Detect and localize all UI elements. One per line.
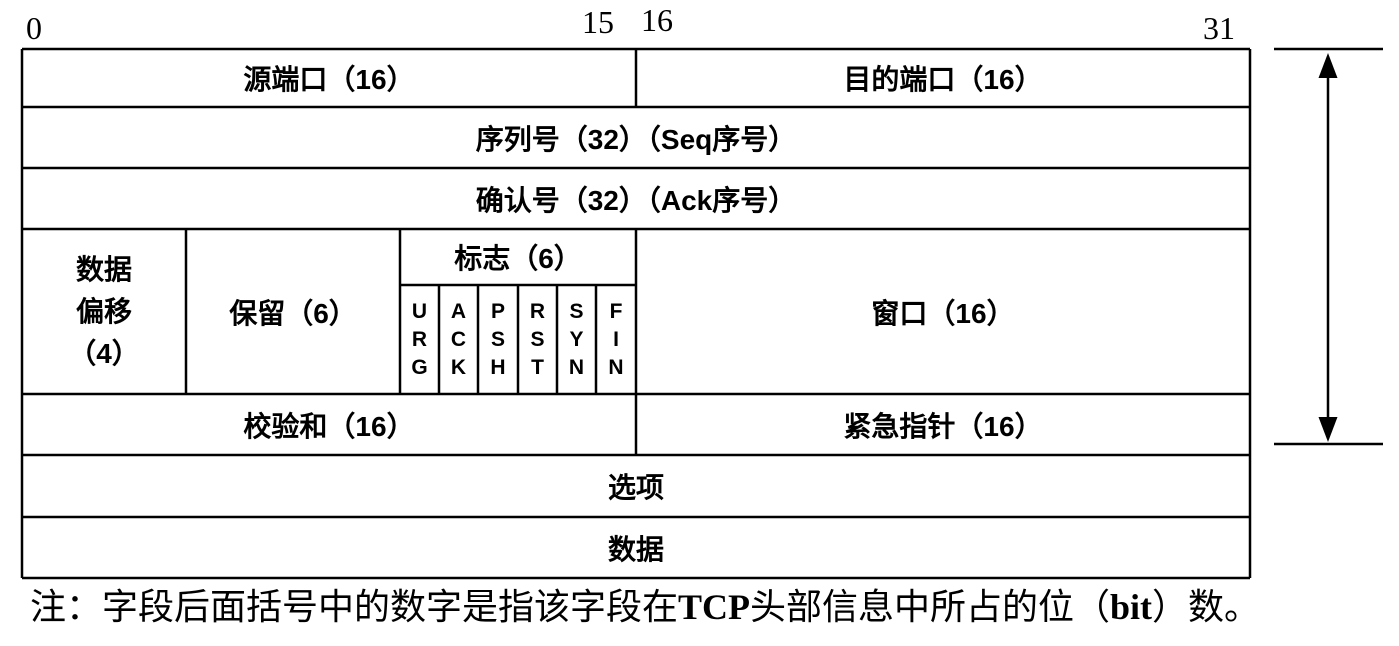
flag-psh: PSH bbox=[490, 299, 506, 379]
flag-ack: ACK bbox=[450, 299, 467, 379]
flag-rst-cell: RST bbox=[518, 285, 557, 394]
bit-label-15: 15 bbox=[582, 4, 614, 40]
bit-label-31: 31 bbox=[1203, 10, 1235, 46]
sequence-number-field: 序列号（32）（Seq序号） bbox=[475, 123, 797, 155]
flag-syn-cell: SYN bbox=[557, 285, 596, 394]
source-port-field: 源端口（16） bbox=[243, 64, 415, 95]
acknowledgment-number-field: 确认号（32）（Ack序号） bbox=[475, 184, 797, 216]
flags-title: 标志（6） bbox=[454, 243, 582, 274]
footnote-unit: bit bbox=[1110, 587, 1153, 627]
flag-urg-cell: URG bbox=[400, 285, 439, 394]
footnote: 注：字段后面括号中的数字是指该字段在TCP头部信息中所占的位（bit）数。 bbox=[30, 584, 1260, 630]
bit-label-16: 16 bbox=[641, 2, 673, 38]
flag-syn: SYN bbox=[568, 299, 585, 379]
footnote-text: 注：字段后面括号中的数字是指该字段在 bbox=[30, 587, 679, 627]
flag-psh-cell: PSH bbox=[478, 285, 518, 394]
data-offset-line: 偏移 bbox=[75, 295, 132, 327]
flag-ack-cell: ACK bbox=[439, 285, 478, 394]
footnote-text: ）数。 bbox=[1152, 587, 1261, 627]
checksum-field: 校验和（16） bbox=[243, 410, 415, 442]
reserved-field: 保留（6） bbox=[229, 297, 357, 329]
flag-rst: RST bbox=[529, 299, 546, 379]
span-arrow-down-head bbox=[1318, 417, 1338, 442]
flag-fin-cell: FIN bbox=[596, 285, 636, 394]
flag-urg: URG bbox=[411, 299, 428, 379]
data-offset-label: 数据 偏移 （4） bbox=[68, 249, 140, 375]
data-field: 数据 bbox=[607, 533, 664, 565]
footnote-text: 头部信息中所占的位（ bbox=[750, 587, 1111, 627]
span-arrow-up-head bbox=[1318, 53, 1338, 78]
data-offset-line: （4） bbox=[68, 337, 140, 369]
destination-port-field: 目的端口（16） bbox=[843, 64, 1043, 95]
footnote-protocol: TCP bbox=[678, 587, 751, 627]
data-offset-field: 数据 偏移 （4） bbox=[22, 229, 186, 394]
options-field: 选项 bbox=[607, 472, 664, 503]
window-field: 窗口（16） bbox=[871, 297, 1015, 329]
bit-label-0: 0 bbox=[26, 10, 42, 46]
urgent-pointer-field: 紧急指针（16） bbox=[843, 410, 1043, 442]
flag-fin: FIN bbox=[608, 299, 624, 379]
data-offset-line: 数据 bbox=[75, 253, 132, 285]
